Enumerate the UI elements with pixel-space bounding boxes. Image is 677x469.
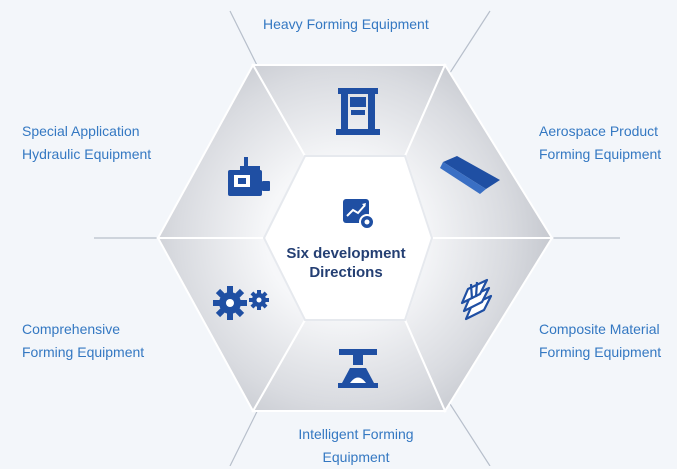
trend-chart-icon — [343, 199, 375, 230]
label-special-line1: Special Application — [22, 123, 140, 139]
hydraulic-unit-icon — [228, 157, 270, 196]
layered-sheets-icon — [460, 278, 493, 321]
gears-icon — [213, 286, 269, 320]
label-composite-line1: Composite Material — [539, 321, 660, 337]
center-title: Six development Directions — [246, 244, 446, 282]
label-composite-line2: Forming Equipment — [539, 344, 662, 360]
label-aerospace-line2: Forming Equipment — [539, 146, 662, 162]
center-title-line1: Six development — [286, 245, 406, 262]
label-aerospace-line1: Aerospace Product — [539, 123, 659, 139]
press-machine-icon — [336, 88, 380, 135]
forming-die-icon — [338, 349, 378, 388]
label-comprehensive-line1: Comprehensive — [22, 321, 121, 337]
label-intelligent-line1: Intelligent Forming — [298, 426, 414, 442]
label-comprehensive-line2: Forming Equipment — [22, 344, 145, 360]
label-comprehensive[interactable]: Comprehensive Forming Equipment — [22, 318, 144, 364]
center-hexagon — [262, 155, 434, 321]
label-special[interactable]: Special Application Hydraulic Equipment — [22, 120, 151, 166]
label-special-line2: Hydraulic Equipment — [22, 146, 152, 162]
label-heavy-line1: Heavy Forming Equipment — [263, 16, 429, 32]
label-heavy[interactable]: Heavy Forming Equipment — [263, 13, 429, 36]
label-composite[interactable]: Composite Material Forming Equipment — [539, 318, 661, 364]
label-intelligent[interactable]: Intelligent Forming Equipment — [256, 423, 456, 469]
label-aerospace[interactable]: Aerospace Product Forming Equipment — [539, 120, 661, 166]
center-title-line2: Directions — [309, 264, 383, 281]
wing-panel-icon — [440, 156, 500, 194]
label-intelligent-line2: Equipment — [322, 449, 390, 465]
